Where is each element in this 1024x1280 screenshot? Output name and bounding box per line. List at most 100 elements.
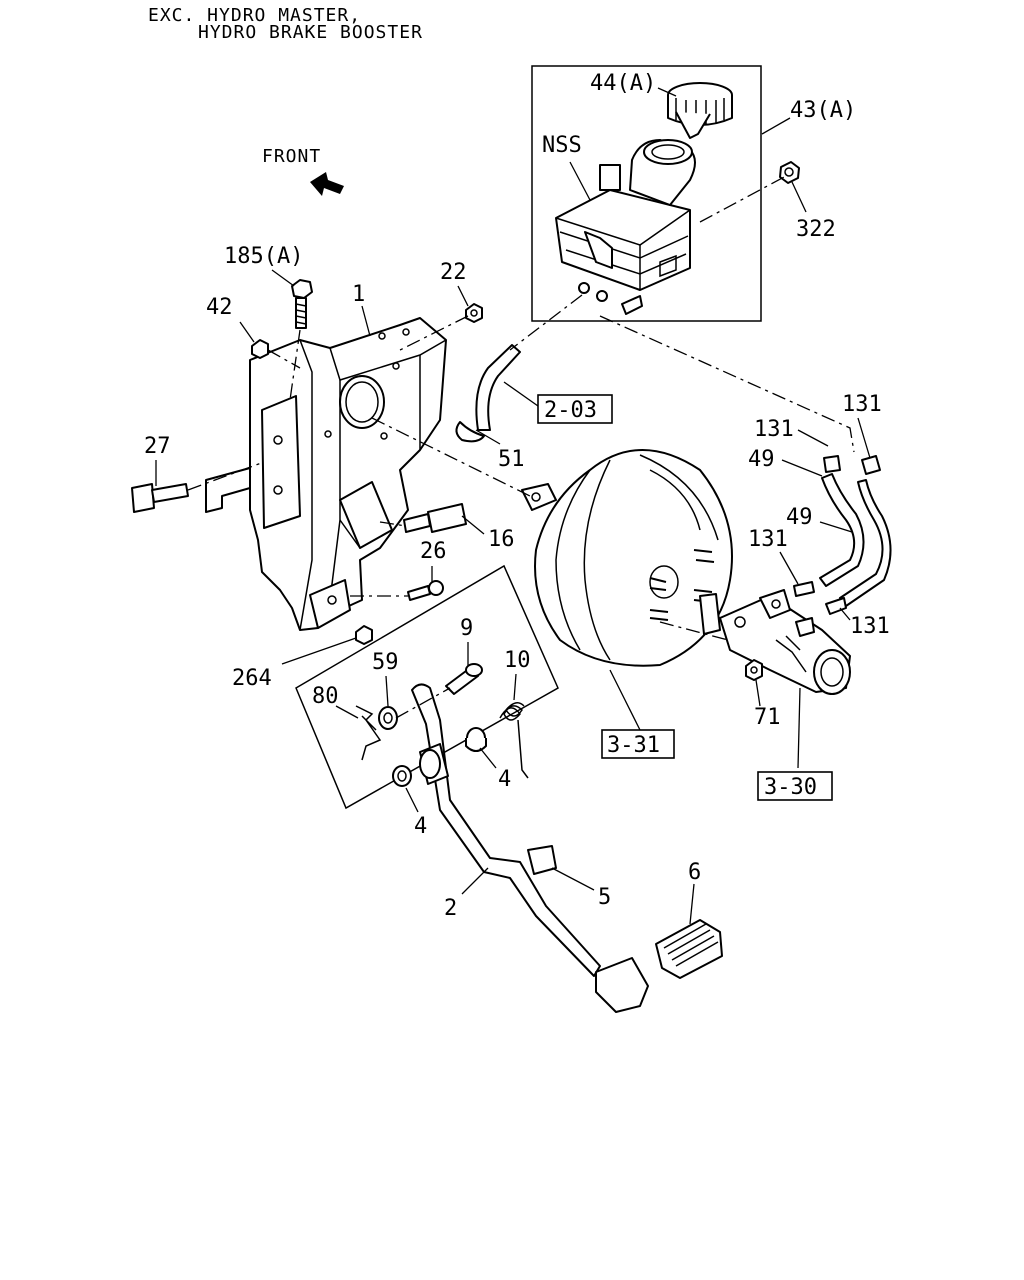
nut-71 (745, 659, 763, 681)
centerline-pedal-pin (395, 687, 451, 719)
nut-42 (251, 339, 269, 359)
leader-131-left (797, 429, 829, 447)
bolt-185a (291, 279, 313, 329)
centerline-nut-42 (267, 349, 301, 369)
leader-49-mid (819, 521, 853, 533)
callout-49-mid: 49 (786, 505, 813, 530)
callout-2: 2 (444, 896, 457, 921)
callout-131-right: 131 (850, 614, 890, 639)
centerline-reservoir-line (599, 315, 855, 453)
brake-booster (521, 449, 733, 667)
leader-4a (479, 747, 497, 769)
leader-5 (551, 867, 595, 891)
reservoir-kit-box (531, 65, 762, 322)
callout-42: 42 (206, 295, 233, 320)
callout-71: 71 (754, 705, 781, 730)
leader-131-right (839, 607, 851, 621)
leader-42 (239, 321, 255, 343)
callout-43a: 43(A) (790, 98, 856, 123)
leader-1 (361, 305, 371, 337)
leader-4b (405, 787, 419, 813)
reference-3-31[interactable]: 3-31 (601, 729, 675, 759)
washer-59 (378, 706, 398, 730)
reservoir-hose (455, 344, 521, 443)
leader-22 (457, 285, 469, 307)
centerline-nut-22 (399, 315, 469, 351)
leader-203 (503, 381, 539, 407)
leader-80 (335, 705, 359, 719)
screw-26 (407, 580, 444, 601)
leader-185a (271, 269, 295, 287)
nut-22 (465, 303, 483, 323)
callout-49-top: 49 (748, 447, 775, 472)
callout-16: 16 (488, 527, 515, 552)
leader-2 (461, 867, 489, 895)
reference-2-03[interactable]: 2-03 (537, 394, 613, 424)
leader-44a (657, 87, 677, 97)
brake-lines (793, 455, 892, 615)
pedal-arm (411, 683, 649, 1013)
reference-3-30[interactable]: 3-30 (757, 771, 833, 801)
pin-9 (445, 663, 483, 695)
front-label: FRONT (262, 146, 321, 167)
callout-80: 80 (312, 684, 339, 709)
callout-131-top: 131 (842, 392, 882, 417)
leader-322 (791, 181, 807, 213)
leader-331 (609, 669, 641, 731)
switch-16 (403, 503, 467, 533)
callout-4b: 4 (414, 814, 427, 839)
leader-264 (281, 637, 357, 665)
header-line-2: HYDRO BRAKE BOOSTER (198, 22, 423, 43)
centerline-stopper (187, 461, 265, 491)
leader-43a (761, 117, 791, 135)
callout-131-left: 131 (754, 417, 794, 442)
bushing-4a (465, 727, 487, 752)
callout-27: 27 (144, 434, 171, 459)
reservoir-cap (667, 82, 733, 139)
leader-16 (461, 515, 485, 535)
leader-131-top (857, 417, 871, 459)
callout-5: 5 (598, 885, 611, 910)
centerline-cylinder (659, 621, 729, 641)
pedal-pad-6 (655, 919, 723, 979)
centerline-booster (371, 417, 531, 497)
callout-131-mid: 131 (748, 527, 788, 552)
callout-185a: 185(A) (224, 244, 303, 269)
leader-6 (689, 883, 695, 925)
leader-71 (755, 679, 761, 707)
callout-10: 10 (504, 648, 531, 673)
leader-nss (569, 161, 591, 201)
master-cylinder (699, 589, 851, 695)
callout-322: 322 (796, 217, 836, 242)
callout-264: 264 (232, 666, 272, 691)
pedal-bracket (205, 317, 447, 631)
callout-4a: 4 (498, 767, 511, 792)
header-line-1: EXC. HYDRO MASTER, (148, 5, 361, 26)
reference-3-30-label: 3-30 (764, 775, 817, 800)
clip-80 (355, 705, 382, 761)
nut-322 (779, 161, 800, 184)
centerline-switch (379, 521, 407, 527)
front-arrow-icon (310, 172, 344, 196)
reservoir-tank (555, 139, 696, 315)
callout-9: 9 (460, 616, 473, 641)
centerline-reservoir-bolt (699, 175, 787, 223)
spring-10 (499, 702, 529, 779)
bushing-4b (392, 765, 412, 787)
stopper-27 (131, 483, 189, 513)
callout-44a: 44(A) (590, 71, 656, 96)
nut-264 (355, 625, 373, 645)
callout-nss: NSS (542, 133, 582, 158)
leader-49-top (781, 459, 823, 477)
callout-26: 26 (420, 539, 447, 564)
centerline-reservoir-hose (509, 294, 583, 351)
reference-2-03-label: 2-03 (544, 398, 597, 423)
leader-51 (475, 429, 501, 445)
leader-330 (797, 687, 801, 769)
callout-1: 1 (352, 282, 365, 307)
pedal-assembly-box (295, 564, 559, 810)
callout-6: 6 (688, 860, 701, 885)
reference-3-31-label: 3-31 (607, 733, 660, 758)
callout-59: 59 (372, 650, 399, 675)
